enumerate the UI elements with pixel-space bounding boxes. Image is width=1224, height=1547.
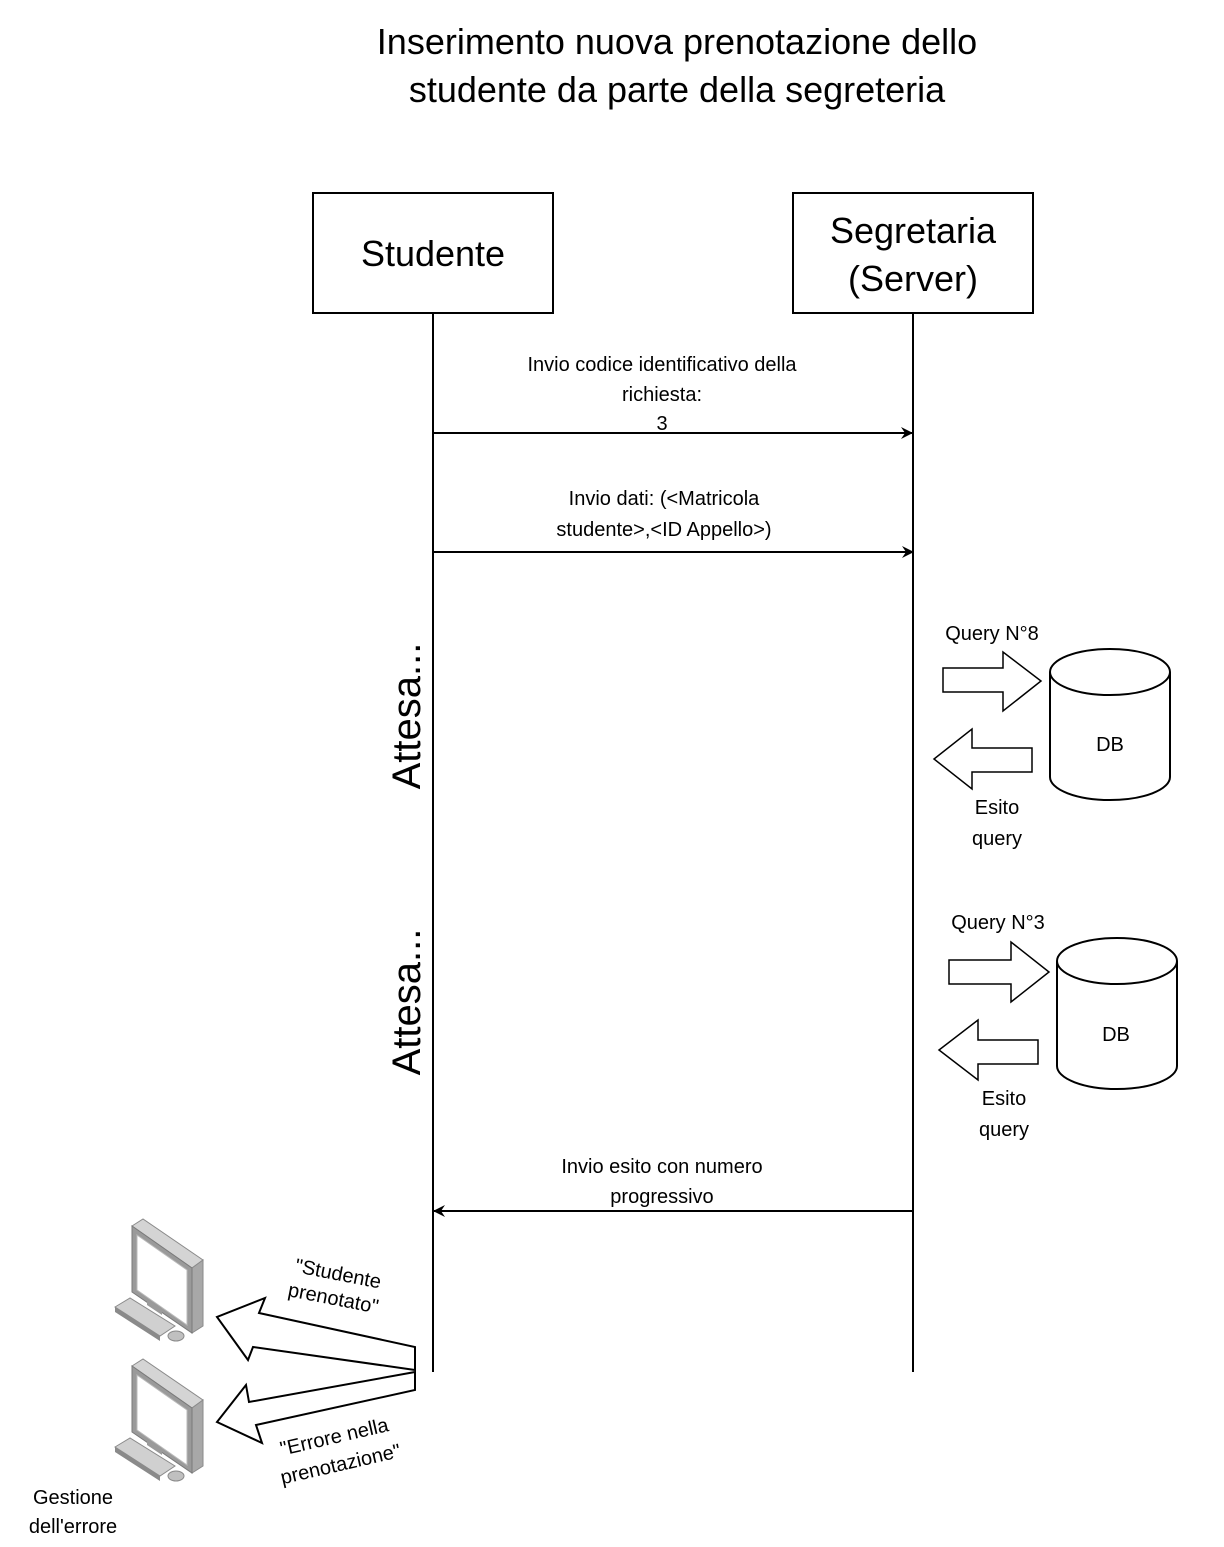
message-request-code: Invio codice identificativo della richie…	[433, 354, 913, 439]
actor-student-label: Studente	[361, 233, 505, 274]
query-2-result-line1: Esito	[982, 1088, 1026, 1110]
query-2-result-arrow	[937, 1018, 1039, 1082]
query-2-label: Query N°3	[951, 912, 1045, 934]
query-1-result-line2: query	[972, 828, 1022, 850]
query-2-request-arrow	[948, 940, 1051, 1004]
actor-student: Studente	[312, 192, 554, 314]
query-1-result-line1: Esito	[975, 797, 1019, 819]
message-request-code-line2: richiesta:	[622, 384, 702, 406]
query-group-1: Query N°8 DB Esito query	[932, 623, 1171, 850]
success-outcome-arrow	[215, 1296, 416, 1372]
query-1-request-arrow	[942, 650, 1043, 713]
computer-icon	[114, 1218, 204, 1342]
message-send-data-line1: Invio dati: (<Matricola	[569, 488, 761, 510]
message-return-result-line1: Invio esito con numero	[561, 1156, 762, 1178]
wait-label-1: Attesa...	[385, 643, 429, 790]
database-label-2: DB	[1102, 1024, 1130, 1046]
message-request-code-line1: Invio codice identificativo della	[527, 354, 797, 376]
success-outcome-label: "Studente prenotato"	[286, 1255, 383, 1318]
query-1-label: Query N°8	[945, 623, 1039, 645]
error-handling-line1: Gestione	[33, 1487, 113, 1509]
message-return-result: Invio esito con numero progressivo	[433, 1156, 913, 1217]
error-outcome-arrow	[215, 1370, 416, 1445]
query-1-result-arrow	[932, 727, 1033, 791]
message-return-result-line2: progressivo	[610, 1186, 713, 1208]
database-icon	[1049, 648, 1171, 801]
diagram-title-line2: studente da parte della segreteria	[409, 69, 946, 110]
query-2-result-line2: query	[979, 1119, 1029, 1141]
actor-server-label-line2: (Server)	[848, 258, 978, 299]
error-handling-line2: dell'errore	[29, 1516, 117, 1538]
database-icon	[1056, 937, 1178, 1090]
wait-label-2: Attesa...	[385, 929, 429, 1076]
query-group-2: Query N°3 DB Esito query	[937, 912, 1178, 1141]
diagram-title-line1: Inserimento nuova prenotazione dello	[377, 21, 977, 62]
computer-icon	[114, 1358, 204, 1482]
message-request-code-line3: 3	[656, 413, 667, 435]
actor-server-label-line1: Segretaria	[830, 210, 997, 251]
message-send-data-line2: studente>,<ID Appello>)	[556, 519, 771, 541]
message-send-data: Invio dati: (<Matricola studente>,<ID Ap…	[433, 488, 914, 558]
actor-server: Segretaria (Server)	[792, 192, 1034, 314]
error-outcome-label: "Errore nella prenotazione"	[278, 1414, 403, 1489]
database-label-1: DB	[1096, 734, 1124, 756]
